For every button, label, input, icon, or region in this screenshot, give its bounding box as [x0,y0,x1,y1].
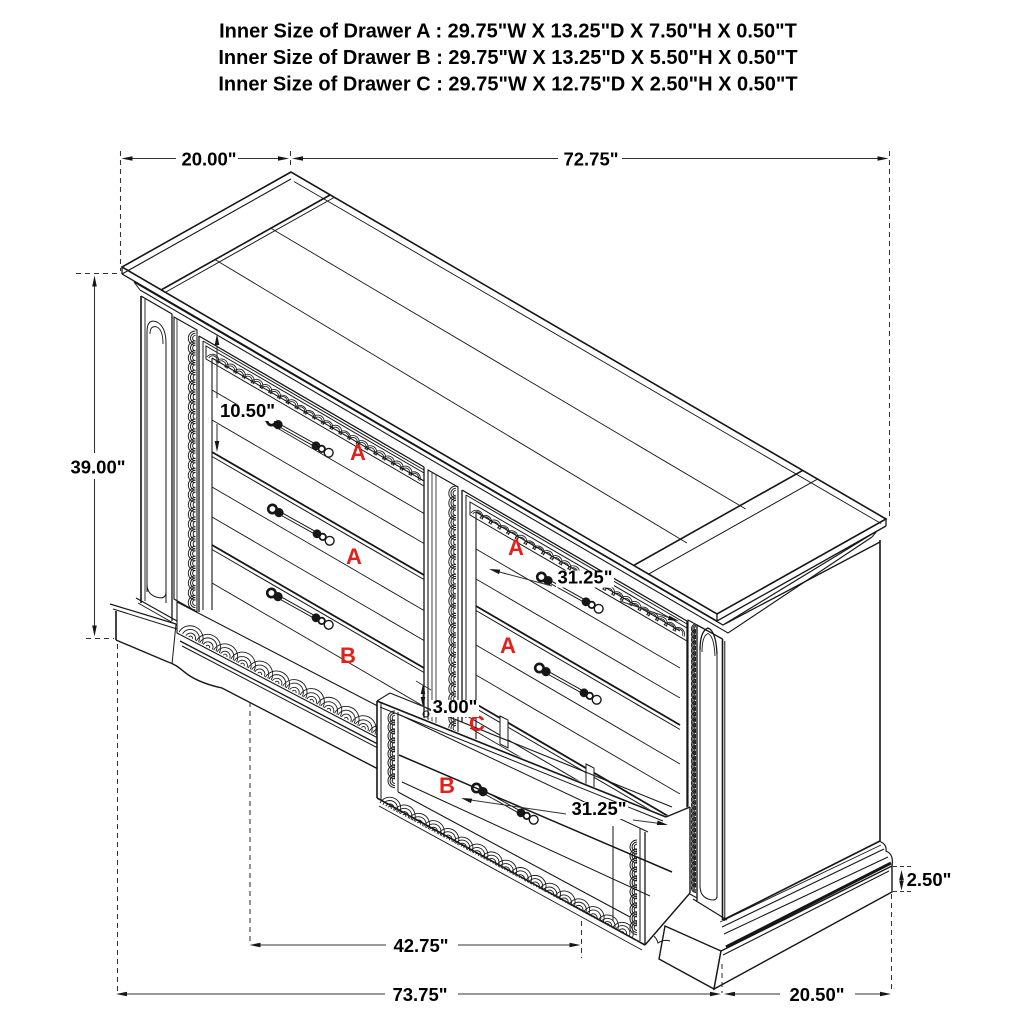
svg-text:73.75": 73.75" [392,984,447,1005]
svg-text:3.00": 3.00" [433,696,478,717]
svg-text:Inner Size of Drawer A : 29.75: Inner Size of Drawer A : 29.75"W X 13.25… [219,21,797,43]
svg-text:B: B [340,643,356,668]
svg-text:Inner Size of Drawer B : 29.75: Inner Size of Drawer B : 29.75"W X 13.25… [218,47,797,69]
svg-text:20.50": 20.50" [789,984,844,1005]
svg-text:39.00": 39.00" [70,457,125,478]
svg-text:Inner Size of Drawer C : 29.75: Inner Size of Drawer C : 29.75"W X 12.75… [218,74,797,96]
svg-text:B: B [439,773,455,798]
svg-text:A: A [508,535,524,560]
svg-text:C: C [469,711,485,736]
svg-text:72.75": 72.75" [563,148,618,169]
svg-text:2.50": 2.50" [907,869,952,890]
svg-text:31.25": 31.25" [557,567,612,588]
svg-text:A: A [350,440,366,465]
svg-text:10.50": 10.50" [220,400,275,421]
svg-text:31.25": 31.25" [571,798,626,819]
svg-text:20.00": 20.00" [181,148,236,169]
svg-text:A: A [500,633,516,658]
svg-text:42.75": 42.75" [393,935,448,956]
svg-text:A: A [346,544,362,569]
